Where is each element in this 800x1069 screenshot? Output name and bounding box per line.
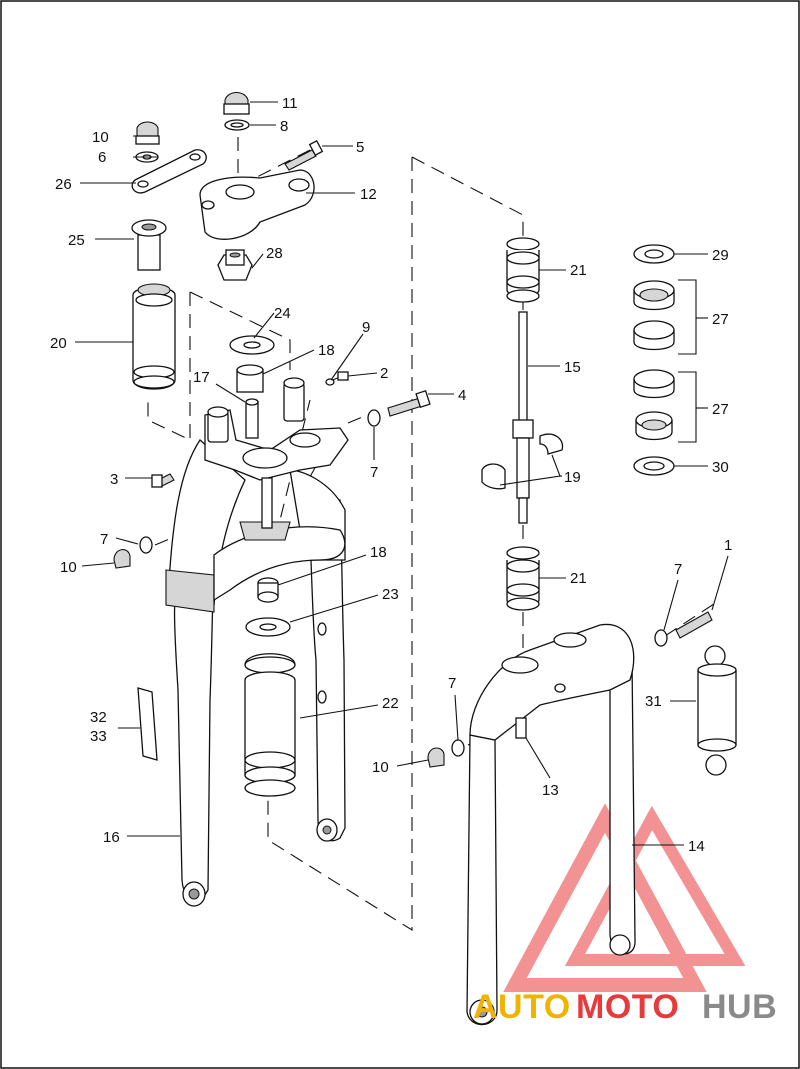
callout-19: 19 [564, 469, 581, 486]
damper-rod-parts [481, 237, 564, 611]
callout-17: 17 [193, 369, 210, 386]
top-left-parts [131, 121, 207, 390]
callout-23: 23 [382, 586, 399, 603]
callout-8: 8 [280, 118, 288, 135]
bearing-parts [633, 244, 675, 476]
callout-31: 31 [645, 693, 662, 710]
watermark-text: AUTO MOTO HUB [473, 988, 777, 1026]
callout-27-upper: 27 [712, 311, 729, 328]
callout-30: 30 [712, 459, 729, 476]
left-fork-assembly [165, 377, 349, 907]
decal-labels [137, 687, 158, 761]
callout-21-upper: 21 [570, 262, 587, 279]
callout-15: 15 [564, 359, 581, 376]
top-center-parts [113, 91, 431, 569]
callout-10-left: 10 [60, 559, 77, 576]
callout-2: 2 [380, 365, 388, 382]
callout-11: 11 [282, 95, 298, 112]
callout-7-left: 7 [100, 531, 108, 548]
callout-18-lower: 18 [370, 544, 387, 561]
rocker-assembly [427, 611, 737, 1026]
callout-7-right: 7 [674, 561, 682, 578]
callout-5: 5 [356, 139, 364, 156]
callout-26: 26 [55, 176, 72, 193]
callout-28: 28 [266, 245, 283, 262]
watermark-auto: AUTO [473, 988, 571, 1026]
callout-14: 14 [688, 838, 705, 855]
callout-29: 29 [712, 247, 729, 264]
callout-25: 25 [68, 232, 85, 249]
callout-labels: 11 8 5 10 6 26 12 25 28 24 20 18 9 2 17 … [50, 95, 732, 855]
callout-18-upper: 18 [318, 342, 335, 359]
callout-7-center: 7 [448, 675, 456, 692]
watermark-hub: HUB [702, 988, 777, 1026]
leader-lines [75, 101, 729, 846]
callout-27-lower: 27 [712, 401, 729, 418]
callout-16: 16 [103, 829, 120, 846]
callout-33: 33 [90, 728, 107, 745]
callout-12: 12 [360, 186, 377, 203]
callout-32: 32 [90, 709, 107, 726]
callout-7-top: 7 [370, 464, 378, 481]
callout-9: 9 [362, 319, 370, 336]
callout-21-lower: 21 [570, 570, 587, 587]
callout-4: 4 [458, 387, 466, 404]
callout-20: 20 [50, 335, 67, 352]
center-spring-stack [244, 577, 296, 797]
callout-13: 13 [542, 782, 559, 799]
callout-10-top: 10 [92, 129, 109, 146]
callout-24: 24 [274, 305, 291, 322]
callout-22: 22 [382, 695, 399, 712]
callout-6: 6 [98, 149, 106, 166]
callout-1: 1 [724, 537, 732, 554]
callout-3: 3 [110, 471, 118, 488]
watermark-moto: MOTO [576, 988, 679, 1026]
callout-10-center: 10 [372, 759, 389, 776]
